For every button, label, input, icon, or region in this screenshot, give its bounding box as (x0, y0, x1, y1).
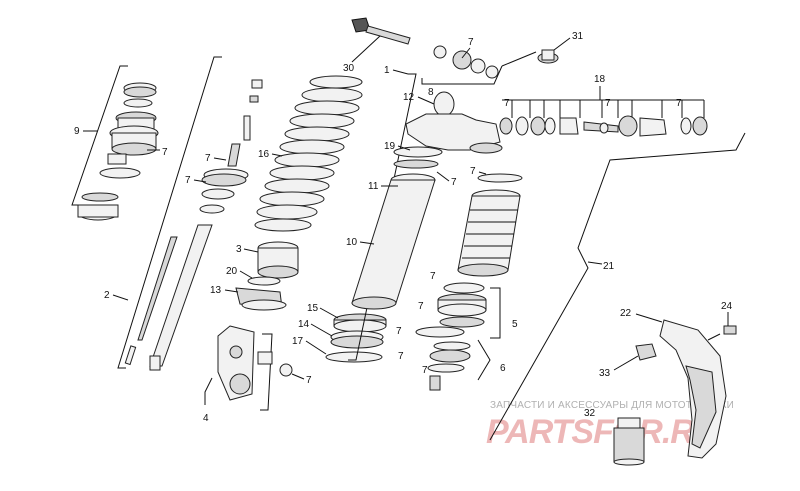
group-6-parts (427, 341, 471, 391)
group-4-bracket-right (260, 333, 273, 411)
label-6: 6 (500, 363, 506, 374)
label-8: 8 (428, 87, 434, 98)
shaft-top-parts (199, 79, 263, 214)
label-7h: 7 (605, 98, 611, 109)
label-5: 5 (512, 319, 518, 330)
group-9-parts (71, 65, 159, 221)
part-30-bolt (351, 17, 411, 45)
label-14: 14 (298, 319, 310, 330)
label-7b: 7 (205, 153, 211, 164)
label-24: 24 (721, 301, 733, 312)
group-18-parts (499, 100, 708, 137)
label-30: 30 (343, 63, 355, 74)
group-4-bracket-left (204, 377, 213, 405)
label-7k: 7 (430, 271, 436, 282)
label-7m: 7 (396, 326, 402, 337)
label-7f: 7 (468, 37, 474, 48)
label-7o: 7 (422, 365, 428, 376)
group-8-bracket (421, 65, 503, 85)
label-2: 2 (104, 290, 110, 301)
part-15-seal (333, 313, 387, 333)
part-19-rings (393, 146, 443, 169)
part-32-oil-bottle (613, 417, 645, 466)
label-20: 20 (226, 266, 238, 277)
label-7j: 7 (470, 166, 476, 177)
label-32: 32 (584, 408, 596, 419)
part-22-mudguard (659, 319, 727, 459)
part-2-shaft (124, 224, 213, 371)
label-7n: 7 (398, 351, 404, 362)
label-10: 10 (346, 237, 358, 248)
part-3-bump-stop (257, 241, 299, 279)
label-7c: 7 (185, 175, 191, 186)
label-9: 9 (74, 126, 80, 137)
section-break-line (489, 132, 746, 441)
label-21: 21 (603, 261, 615, 272)
watermark-brand: PARTSFOR.RU (486, 413, 720, 451)
label-19: 19 (384, 141, 396, 152)
group-5-bracket (490, 287, 501, 339)
label-7g: 7 (504, 98, 510, 109)
part-33-clip (635, 343, 657, 361)
label-22: 22 (620, 308, 632, 319)
label-18: 18 (594, 74, 606, 85)
group-8-parts (433, 45, 499, 79)
part-20-washer (247, 276, 281, 286)
label-3: 3 (236, 244, 242, 255)
part-12-head (405, 91, 503, 154)
part-13-clip (235, 287, 287, 311)
watermark-tagline: ЗАПЧАСТИ И АКСЕССУАРЫ ДЛЯ МОТОТЕХНИКИ (490, 400, 734, 411)
part-17-washer (325, 351, 383, 363)
label-13: 13 (210, 285, 222, 296)
label-7l: 7 (418, 301, 424, 312)
part-bellows (457, 189, 521, 277)
group-5-parts (415, 282, 487, 338)
label-17: 17 (292, 336, 304, 347)
label-7i: 7 (676, 98, 682, 109)
label-11: 11 (368, 181, 379, 192)
label-31: 31 (572, 31, 584, 42)
label-15: 15 (307, 303, 319, 314)
label-16: 16 (258, 149, 270, 160)
label-4: 4 (203, 413, 209, 424)
group-2-bracket (117, 56, 222, 369)
group-6-bracket (477, 339, 491, 381)
part-10-body (351, 173, 436, 310)
label-12: 12 (403, 92, 415, 103)
part-16-spring (254, 75, 363, 232)
label-7e: 7 (451, 177, 457, 188)
label-1: 1 (384, 65, 390, 76)
label-33: 33 (599, 368, 611, 379)
part-24-screw (707, 325, 737, 341)
label-7: 7 (162, 147, 168, 158)
part-31-nut (537, 49, 559, 64)
part-4-lower-eye (217, 325, 293, 401)
part-bellows-clip (477, 173, 523, 183)
part-14-ring (330, 330, 384, 349)
label-7d: 7 (306, 375, 312, 386)
